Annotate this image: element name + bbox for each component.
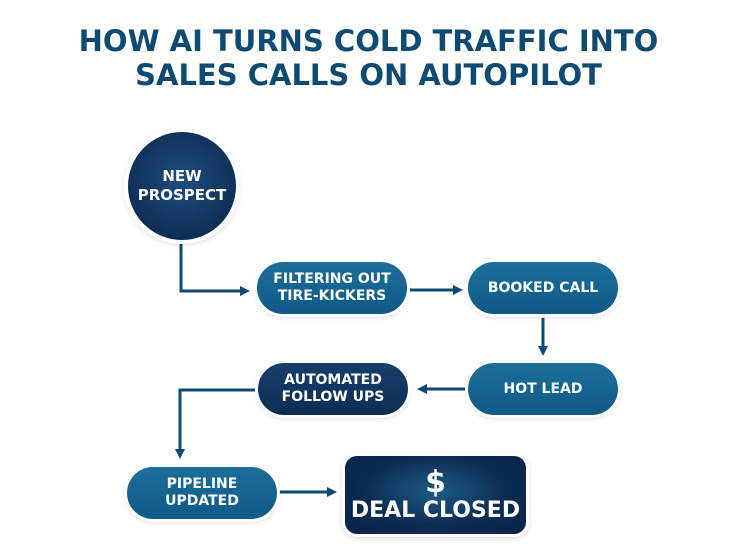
dollar-icon: $ [425,465,446,500]
node-new-prospect: NEW PROSPECT [128,132,236,240]
node-hot-lead-label: HOT LEAD [503,380,583,397]
node-hot-lead: HOT LEAD [468,363,618,415]
connector-prospect-to-filtering [179,244,250,296]
node-booked-call-label: BOOKED CALL [487,279,599,296]
node-filtering-label: FILTERING OUT TIRE-KICKERS [273,271,391,304]
node-pipeline-updated: PIPELINE UPDATED [127,467,277,519]
node-deal-closed-label: DEAL CLOSED [350,498,521,523]
node-deal-closed: $ DEAL CLOSED [345,456,526,534]
node-filtering-tire-kickers: FILTERING OUT TIRE-KICKERS [257,262,407,314]
title-line-1: HOW AI TURNS COLD TRAFFIC INTO [78,24,659,58]
diagram-title: HOW AI TURNS COLD TRAFFIC INTO SALES CAL… [0,24,737,92]
title-line-2: SALES CALLS ON AUTOPILOT [135,58,602,92]
connector-followups-to-pipeline [175,388,258,459]
node-booked-call: BOOKED CALL [468,262,618,314]
node-new-prospect-label: NEW PROSPECT [137,167,227,204]
node-automated-follow-ups-label: AUTOMATED FOLLOW UPS [281,372,385,405]
node-pipeline-updated-label: PIPELINE UPDATED [165,476,239,509]
node-automated-follow-ups: AUTOMATED FOLLOW UPS [258,363,408,415]
